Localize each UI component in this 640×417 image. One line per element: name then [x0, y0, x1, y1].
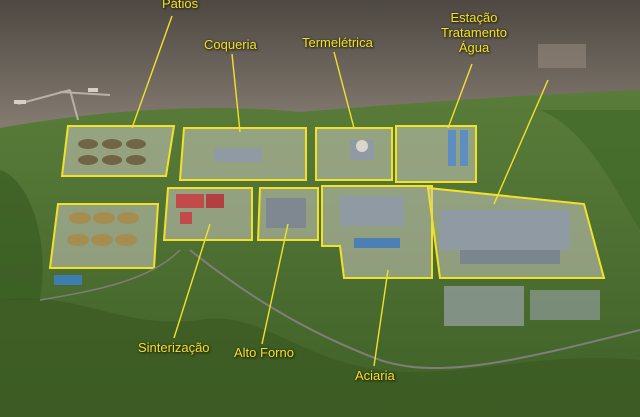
label-sinterizacao: Sinterização [138, 340, 210, 355]
zone-patios-upper [60, 125, 176, 177]
label-termeletrica: Termelétrica [302, 35, 373, 50]
leader-termeletrica [333, 51, 355, 129]
label-alto-forno: Alto Forno [234, 345, 294, 360]
label-estacao-tratamento-agua: Estação Tratamento Água [438, 10, 510, 55]
label-aciaria: Aciaria [355, 368, 395, 383]
leader-alto-forno [261, 223, 289, 345]
label-patios: Pátios [162, 0, 199, 11]
leader-aciaria [373, 269, 389, 367]
leader-estacao [447, 63, 473, 129]
leader-sinterizacao [173, 223, 211, 339]
leader-coqueria [231, 53, 241, 133]
pier [17, 89, 111, 121]
label-estacao-line-3: Água [458, 40, 490, 55]
label-estacao-line-2: Tratamento [441, 25, 507, 40]
label-coqueria: Coqueria [204, 37, 257, 52]
label-estacao-line-1: Estação [450, 10, 498, 25]
leader-patios [131, 15, 173, 129]
leader-laminacao [493, 79, 549, 205]
